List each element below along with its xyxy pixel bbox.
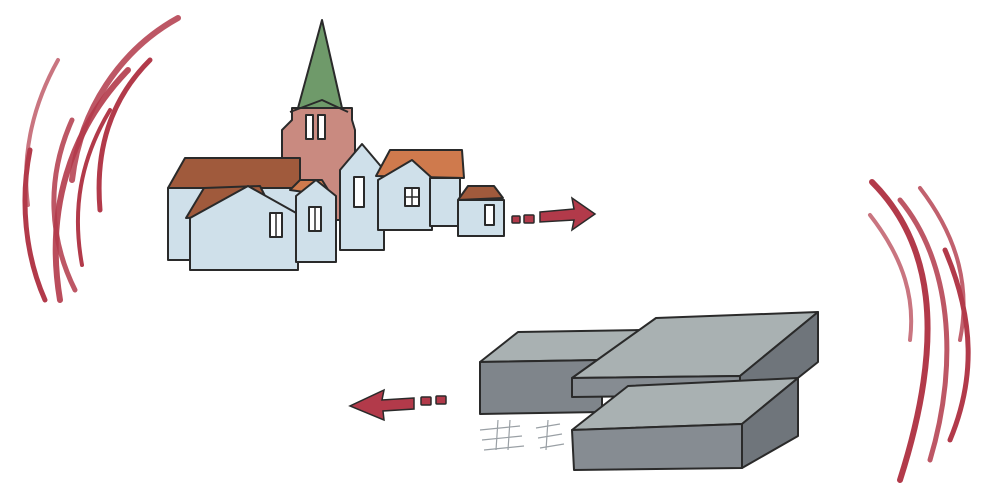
motion-arcs-left-icon: [25, 18, 178, 300]
arrow-right-icon: [512, 198, 595, 230]
arrow-left-icon: [350, 390, 446, 420]
motion-arcs-right-icon: [870, 182, 968, 480]
flat-roof-buildings: [480, 312, 818, 470]
village-with-church: [168, 20, 504, 270]
ground-hatching: [480, 420, 564, 450]
